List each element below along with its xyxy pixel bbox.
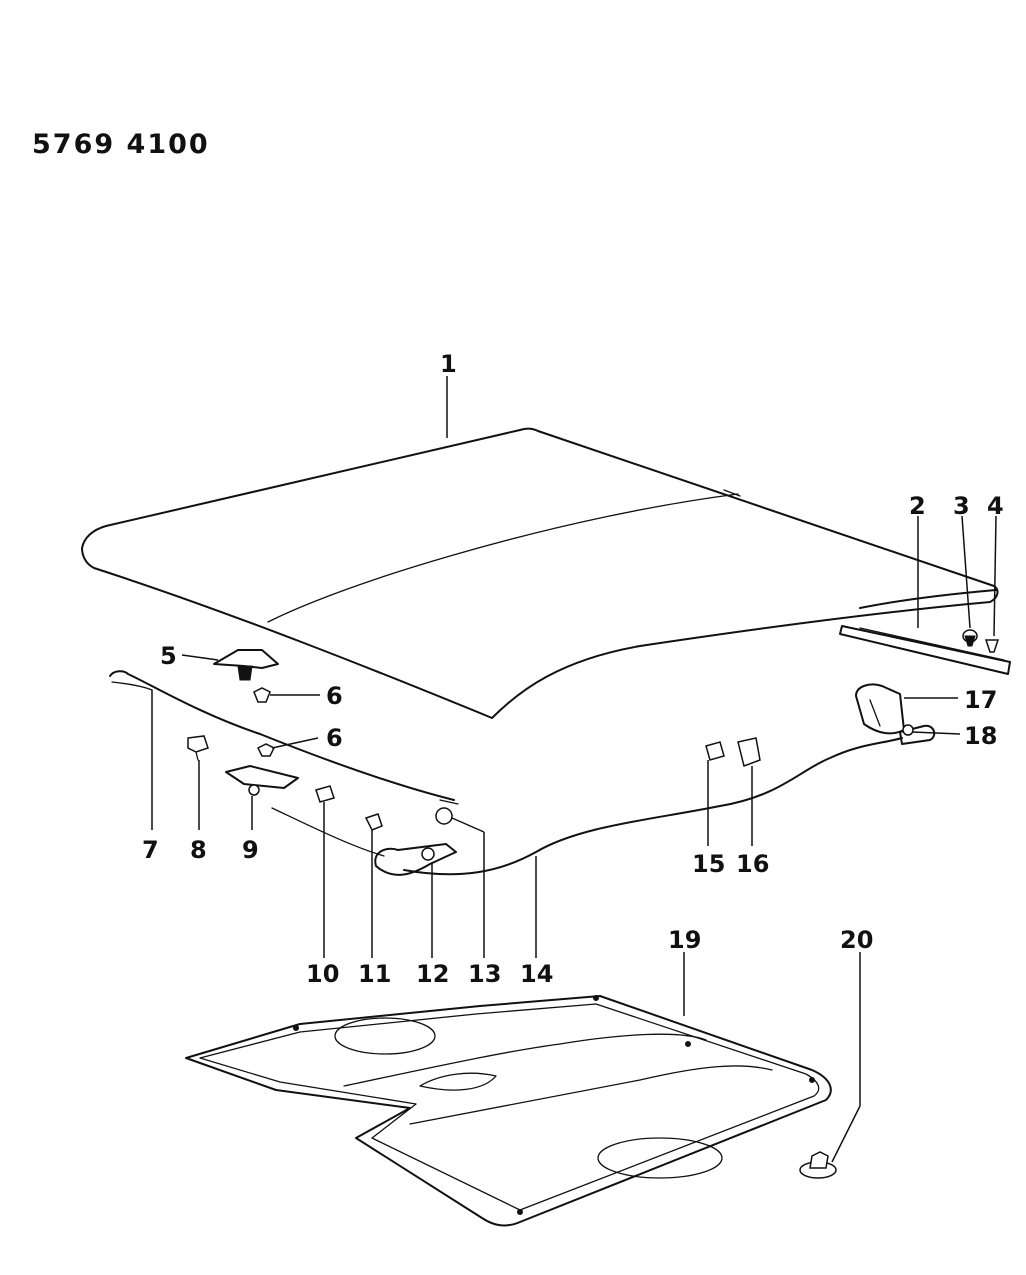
callout-6b: 6 <box>326 724 343 752</box>
callout-11: 11 <box>358 960 391 988</box>
rod-grommet <box>187 735 209 761</box>
callout-2: 2 <box>909 492 926 520</box>
cable-clip-16 <box>737 737 761 767</box>
release-cable <box>403 724 936 876</box>
callout-16: 16 <box>736 850 769 878</box>
insulator-clip <box>799 1151 837 1179</box>
callout-1: 1 <box>440 350 457 378</box>
hood-latch <box>213 649 279 681</box>
release-clip <box>364 813 383 831</box>
callout-12: 12 <box>416 960 449 988</box>
callout-15: 15 <box>692 850 725 878</box>
leader-lines <box>151 376 997 1163</box>
weatherstrip <box>839 625 1011 675</box>
hood-bumper <box>315 785 335 803</box>
callout-13: 13 <box>468 960 501 988</box>
callout-20: 20 <box>840 926 873 954</box>
callout-10: 10 <box>306 960 339 988</box>
callout-8: 8 <box>190 836 207 864</box>
bushing-6b <box>256 743 276 757</box>
hood-hinge <box>855 683 905 735</box>
cable-grommet <box>435 807 453 825</box>
callout-19: 19 <box>668 926 701 954</box>
callout-9: 9 <box>242 836 259 864</box>
bushing-6a <box>253 687 271 703</box>
hood-insulator <box>185 995 832 1227</box>
hood-panel <box>81 427 999 719</box>
callout-3: 3 <box>953 492 970 520</box>
hood-striker <box>225 765 299 796</box>
callout-4: 4 <box>987 492 1004 520</box>
callout-5: 5 <box>160 642 177 670</box>
clip-3 <box>962 629 978 647</box>
callout-17: 17 <box>964 686 997 714</box>
hinge-bolt <box>902 724 914 736</box>
release-handle <box>271 807 457 876</box>
callout-14: 14 <box>520 960 553 988</box>
callout-18: 18 <box>964 722 997 750</box>
callout-6a: 6 <box>326 682 343 710</box>
support-rod <box>109 670 459 805</box>
callout-7: 7 <box>142 836 159 864</box>
cable-clip-15 <box>705 741 725 761</box>
diagram-code: 5769 4100 <box>32 129 210 160</box>
clip-4 <box>984 639 1000 653</box>
